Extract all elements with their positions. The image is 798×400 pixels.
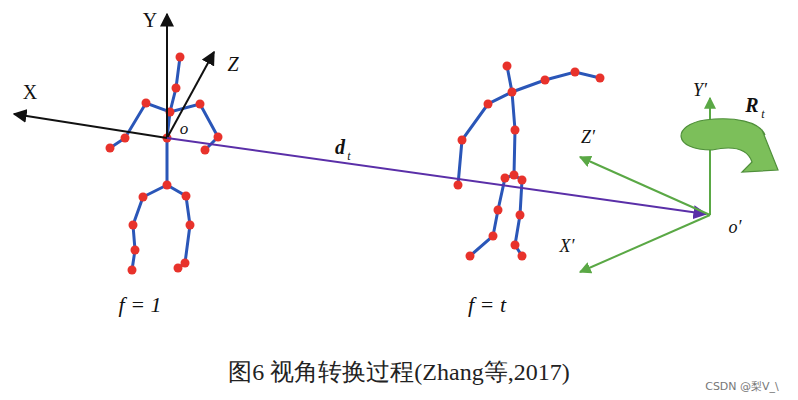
vector-label: d [335, 137, 345, 157]
axis-label: X′ [560, 237, 575, 255]
axis-label: X [23, 82, 37, 102]
translation-vector [167, 138, 706, 214]
skeleton-frame-1 [110, 57, 218, 270]
figure-caption: 图6 视角转换过程(Zhang等,2017) [228, 360, 569, 384]
skeleton-frame-t [458, 66, 600, 256]
joints-frame-t [454, 62, 605, 261]
origin-label: o [180, 120, 189, 137]
axis-label: Z [227, 54, 238, 74]
frame-label: f = t [468, 294, 506, 316]
rotation-label: R [745, 95, 758, 115]
axis-label: Y′ [693, 81, 707, 99]
watermark: CSDN @梨V_\ [705, 381, 779, 392]
axis-label: Y [143, 10, 157, 30]
frame-label: f = 1 [119, 294, 162, 316]
axis-label: Z′ [581, 128, 595, 146]
joints-frame-1 [106, 53, 223, 275]
rotation-arrow [681, 119, 778, 172]
world-axes [14, 14, 214, 138]
rotation-subscript: t [761, 108, 764, 120]
origin-label: o′ [729, 218, 742, 236]
vector-subscript: t [347, 150, 350, 162]
